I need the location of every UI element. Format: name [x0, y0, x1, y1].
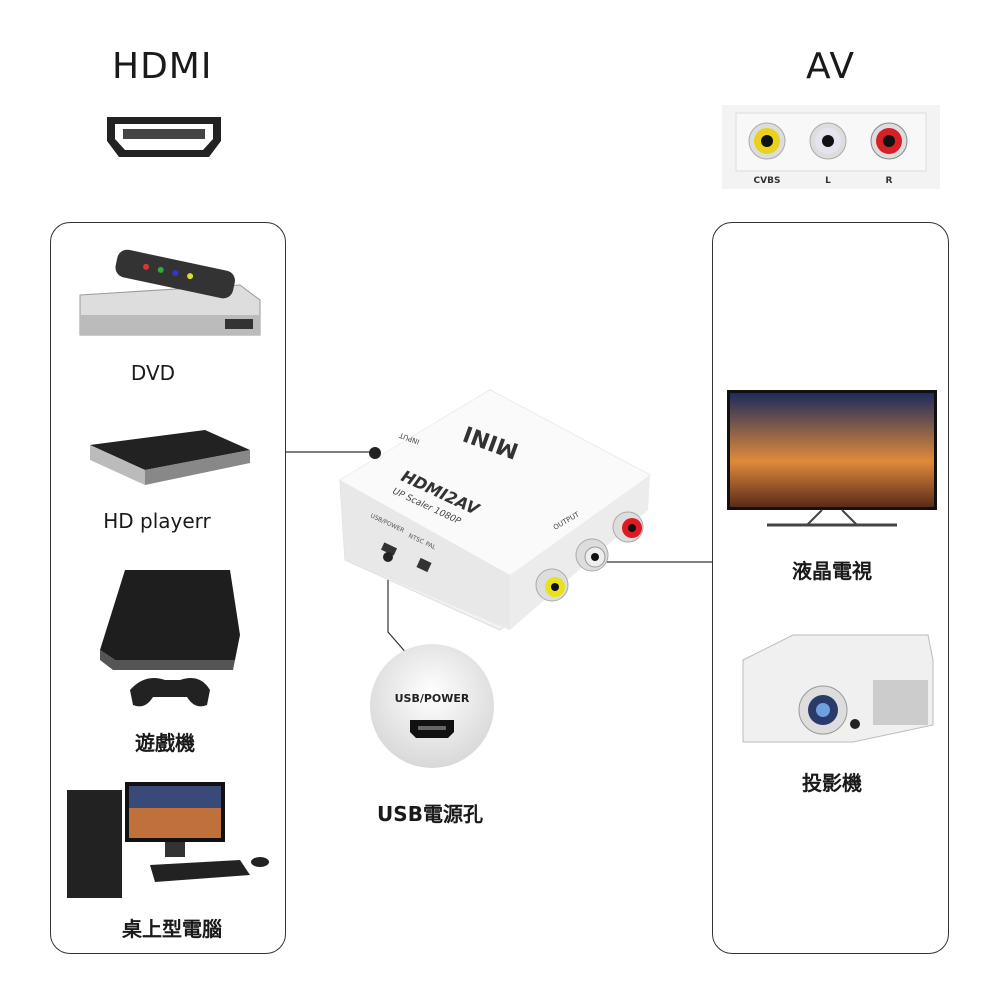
ntsc-pal-switch	[416, 557, 432, 573]
desktop-computer-icon	[67, 782, 269, 898]
cvbs-jack	[748, 122, 786, 160]
source-label-game-console: 遊戲機	[135, 731, 195, 755]
r-jack	[612, 511, 644, 543]
cvbs-jack	[535, 568, 569, 602]
output-label-tv: 液晶電視	[792, 559, 872, 583]
l-jack	[809, 122, 847, 160]
pal-label: PAL	[424, 540, 437, 551]
source-label-dvd: DVD	[130, 361, 176, 385]
l-jack	[575, 538, 609, 572]
r-jack	[870, 122, 908, 160]
port-label: R	[886, 176, 893, 186]
usb-power-callout: USB/POWER	[370, 644, 494, 768]
port-label: CVBS	[754, 176, 781, 186]
projector-icon	[742, 634, 934, 743]
hdmi-title: HDMI	[112, 46, 213, 87]
dvd-player-icon	[79, 249, 261, 336]
source-label-hd-player: HD playerr	[103, 509, 211, 533]
port-label: L	[825, 176, 831, 186]
av-title: AV	[806, 46, 855, 87]
output-label-projector: 投影機	[802, 771, 862, 795]
usb-port	[380, 542, 398, 556]
hdmi-connector-icon	[107, 117, 221, 157]
hd-player-icon	[90, 430, 250, 485]
usb-callout-caption: USB電源孔	[377, 802, 483, 826]
game-console-icon	[100, 570, 240, 707]
hdmi2av-converter: INPUT MINI HDMI2AV UP Scaler 1080P OUTPU…	[339, 389, 651, 631]
usb-callout-label: USB/POWER	[395, 692, 470, 705]
lcd-tv-icon	[727, 390, 937, 527]
av-port-panel: CVBS L R	[722, 105, 940, 189]
output-devices-panel	[712, 222, 949, 954]
source-label-desktop: 桌上型電腦	[122, 917, 222, 941]
